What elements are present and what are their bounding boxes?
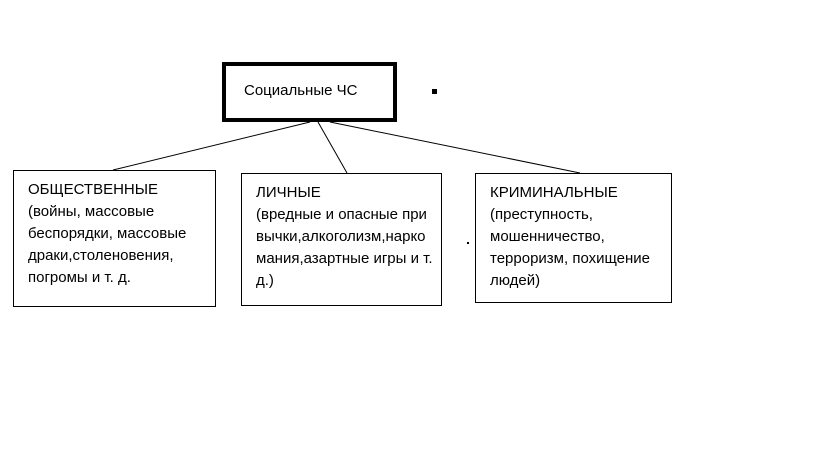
connector-root-to-criminal — [329, 121, 581, 174]
connector-root-to-social — [112, 121, 311, 171]
node-social: ОБЩЕСТВЕННЫЕ (войны, массовые беспорядки… — [13, 170, 216, 307]
stray-small-dot-mark — [467, 242, 469, 244]
node-personal: ЛИЧНЫЕ (вредные и опасные привычки,алког… — [241, 173, 442, 306]
node-personal-description: (вредные и опасные привычки,алкоголизм,н… — [256, 206, 433, 289]
node-criminal-title: КРИМИНАЛЬНЫЕ — [490, 184, 618, 201]
node-criminal-description: (преступность, мошенничество, терроризм,… — [490, 206, 651, 289]
root-node: Социальные ЧС — [222, 62, 397, 122]
node-social-description: (войны, массовые беспорядки, массовые др… — [28, 203, 187, 286]
stray-dot-mark — [432, 89, 437, 94]
node-criminal: КРИМИНАЛЬНЫЕ (преступность, мошенничеств… — [475, 173, 672, 303]
root-node-label: Социальные ЧС — [244, 82, 358, 99]
connector-root-to-personal — [317, 121, 348, 174]
node-social-title: ОБЩЕСТВЕННЫЕ — [28, 181, 159, 198]
node-personal-title: ЛИЧНЫЕ — [256, 184, 321, 201]
